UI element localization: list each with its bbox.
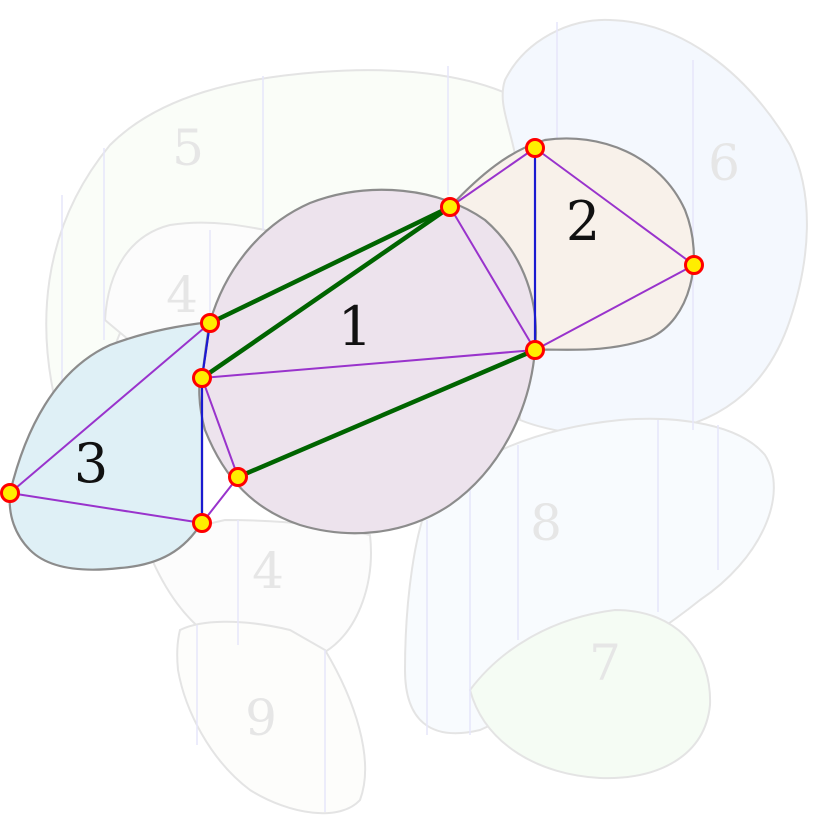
region-3	[8, 320, 212, 571]
background-region-9-label: 9	[245, 689, 277, 747]
background-region-4-upper-label: 4	[166, 266, 198, 324]
background-region-8-label: 8	[530, 494, 562, 552]
green-edge	[207, 204, 453, 326]
graph-vertex	[0, 483, 20, 503]
region-2-label: 2	[566, 190, 600, 253]
graph-vertex	[684, 255, 704, 275]
graph-edges	[9, 146, 695, 525]
graph-vertex	[200, 313, 220, 333]
purple-edge	[201, 349, 536, 379]
purple-edge	[9, 322, 211, 494]
purple-edge	[534, 264, 695, 351]
graph-vertex	[192, 368, 212, 388]
main-regions	[8, 137, 695, 571]
graph-vertex	[228, 467, 248, 487]
background-region-7-label: 7	[589, 634, 621, 692]
purple-edge	[9, 492, 203, 524]
background-region-6-label: 6	[708, 134, 740, 192]
green-edge	[199, 204, 453, 381]
purple-edge	[449, 206, 536, 351]
region-1-label: 1	[338, 295, 372, 358]
background-region-9	[176, 620, 367, 815]
graph-vertices	[0, 138, 704, 533]
graph-vertex	[192, 513, 212, 533]
region-1	[198, 188, 537, 535]
region-3-label: 3	[74, 432, 108, 495]
background-hatch-lines	[61, 22, 719, 812]
purple-edge	[201, 377, 239, 478]
graph-vertex	[525, 138, 545, 158]
background-region-8	[403, 417, 775, 735]
purple-edge	[449, 147, 536, 208]
purple-edge	[534, 147, 695, 266]
graph-vertex	[525, 340, 545, 360]
background-region-4-lower-label: 4	[252, 542, 284, 600]
graph-vertex	[440, 197, 460, 217]
green-edge	[235, 347, 538, 480]
background-region-5-label: 5	[172, 119, 204, 177]
background-region-7	[468, 608, 712, 780]
